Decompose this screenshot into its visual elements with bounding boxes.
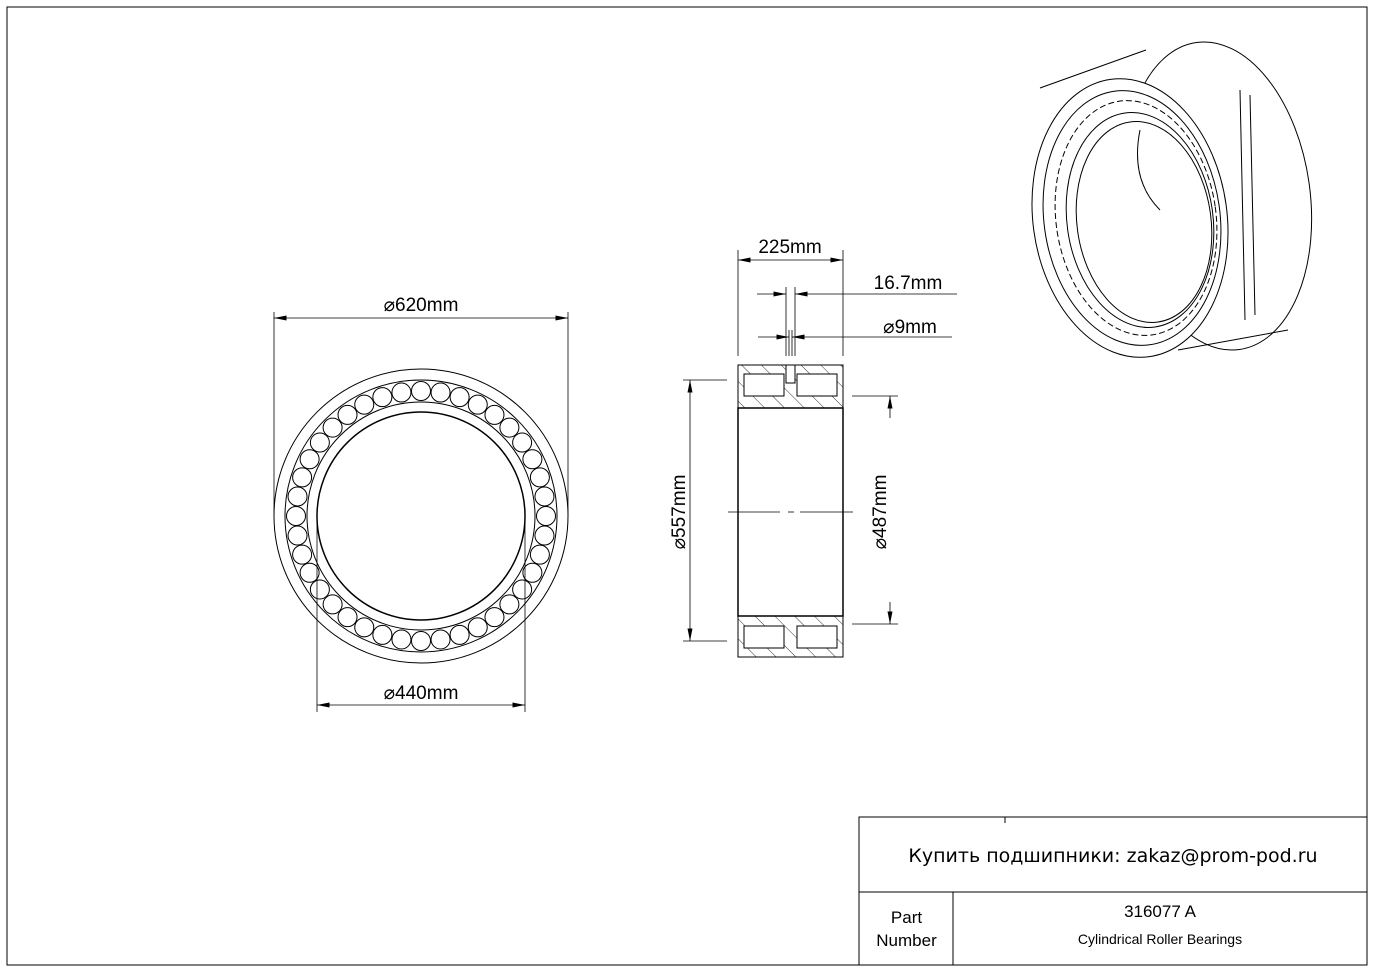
groove-width-label: 16.7mm bbox=[874, 273, 943, 294]
roller bbox=[529, 467, 550, 488]
roller bbox=[522, 449, 543, 470]
roller bbox=[322, 594, 343, 615]
inner-ring-od-label: ⌀487mm bbox=[870, 475, 891, 550]
roller bbox=[449, 387, 470, 408]
roller bbox=[299, 562, 320, 583]
part-description: Cylindrical Roller Bearings bbox=[1077, 931, 1243, 947]
roller bbox=[299, 449, 320, 470]
dim-width bbox=[737, 250, 957, 356]
roller bbox=[534, 486, 555, 507]
roller bbox=[529, 544, 550, 565]
part-number-label: Part Number bbox=[876, 908, 937, 950]
roller bbox=[286, 506, 306, 526]
roller bbox=[391, 382, 412, 403]
roller bbox=[467, 617, 488, 638]
dim-bore-diameter bbox=[316, 516, 526, 712]
part-number-value: 316077 A bbox=[1124, 902, 1196, 921]
dim-outer-diameter bbox=[273, 312, 569, 516]
side-view bbox=[728, 364, 853, 658]
isometric-view bbox=[1031, 41, 1313, 358]
width-label: 225mm bbox=[758, 237, 821, 258]
roller bbox=[430, 629, 451, 650]
roller bbox=[512, 432, 533, 453]
roller bbox=[354, 617, 375, 638]
dim-487 bbox=[852, 395, 898, 625]
inner-ring-od bbox=[306, 401, 536, 631]
roller bbox=[354, 394, 375, 415]
roller bbox=[484, 404, 505, 425]
drawing-border bbox=[6, 6, 1368, 966]
roller bbox=[411, 381, 431, 401]
roller bbox=[499, 417, 520, 438]
roller bbox=[484, 607, 505, 628]
roller bbox=[292, 467, 313, 488]
bore-diameter-label: ⌀440mm bbox=[384, 683, 459, 704]
outer-ring-od bbox=[273, 368, 569, 664]
roller bbox=[391, 629, 412, 650]
roller bbox=[292, 544, 313, 565]
roller bbox=[322, 417, 343, 438]
contact-text: Купить подшипники: zakaz@prom-pod.ru bbox=[908, 845, 1318, 867]
roller bbox=[372, 387, 393, 408]
roller bbox=[309, 432, 330, 453]
outer-ring-id bbox=[284, 379, 558, 653]
front-view bbox=[273, 368, 569, 664]
dim-557 bbox=[683, 379, 727, 642]
lube-hole-label: ⌀9mm bbox=[883, 317, 937, 338]
roller bbox=[512, 579, 533, 600]
roller bbox=[534, 525, 555, 546]
roller bbox=[430, 382, 451, 403]
roller bbox=[499, 594, 520, 615]
roller bbox=[337, 404, 358, 425]
roller bbox=[372, 624, 393, 645]
roller bbox=[309, 579, 330, 600]
roller bbox=[337, 607, 358, 628]
bore bbox=[316, 411, 526, 621]
roller bbox=[522, 562, 543, 583]
roller bbox=[536, 506, 556, 526]
roller bbox=[467, 394, 488, 415]
roller bbox=[287, 525, 308, 546]
outer-diameter-label: ⌀620mm bbox=[384, 295, 459, 316]
roller bbox=[411, 631, 431, 651]
roller bbox=[449, 624, 470, 645]
rollers bbox=[286, 381, 556, 651]
title-block bbox=[858, 816, 1368, 966]
outer-ring-id-label: ⌀557mm bbox=[669, 475, 690, 550]
roller bbox=[287, 486, 308, 507]
